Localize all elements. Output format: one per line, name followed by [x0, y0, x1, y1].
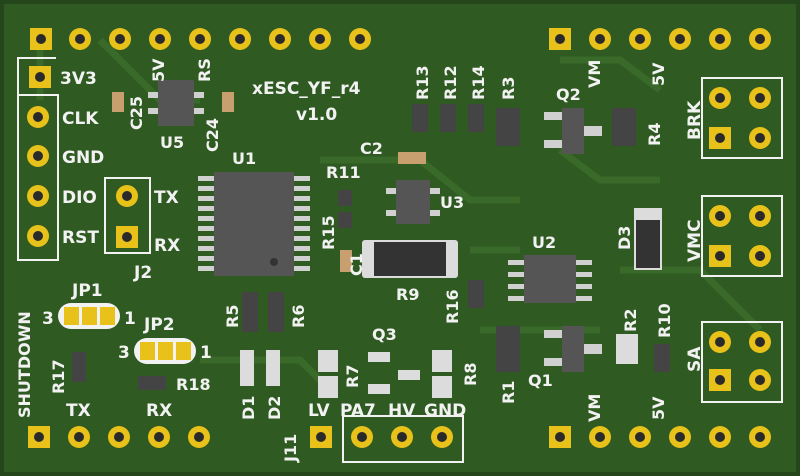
ref-r15: R15: [319, 215, 338, 250]
label-bottom-tx: TX: [66, 401, 91, 421]
ref-r10: R10: [655, 303, 674, 338]
ref-r9: R9: [396, 285, 419, 304]
ic-u3: [386, 180, 440, 224]
label-jp1-right: 1: [124, 309, 136, 329]
label-bottom-5v: 5V: [649, 396, 668, 420]
label-hv: HV: [388, 401, 416, 421]
ref-u3: U3: [440, 193, 464, 212]
ref-d3: D3: [615, 226, 634, 250]
ic-u2: [508, 255, 592, 303]
label-dio: DIO: [62, 188, 97, 208]
jumper-jp2: [134, 338, 196, 364]
label-pa7: PA7: [340, 401, 376, 421]
ref-r13: R13: [413, 65, 432, 100]
uart-connector-j2: [116, 185, 138, 248]
ref-r6: R6: [289, 305, 308, 328]
ref-u2: U2: [532, 233, 556, 252]
board-title: xESC_YF_r4: [252, 79, 361, 99]
label-jp2: JP2: [143, 315, 175, 335]
label-brk: BRK: [685, 100, 705, 140]
diode-d3: [634, 208, 662, 270]
ref-u1: U1: [232, 149, 256, 168]
label-uart-rx: RX: [154, 236, 180, 256]
header-bottom-right: [549, 426, 771, 448]
ref-r1: R1: [499, 381, 518, 404]
ref-q2: Q2: [556, 85, 581, 104]
ref-r8: R8: [461, 363, 480, 386]
header-top-right: [549, 28, 771, 50]
label-gnd: GND: [62, 148, 104, 168]
label-top-5v-right: 5V: [649, 62, 668, 86]
ic-u1: [198, 172, 310, 276]
ref-r16: R16: [443, 289, 462, 324]
label-lv: LV: [308, 401, 330, 421]
resistor-r9: [362, 240, 458, 278]
label-clk: CLK: [62, 109, 99, 129]
ref-c24: C24: [203, 118, 222, 152]
label-gnd-j11: GND: [424, 401, 466, 421]
ref-d1: D1: [239, 396, 258, 420]
ref-r7: R7: [343, 365, 362, 388]
ref-q3: Q3: [372, 325, 397, 344]
ref-d2: D2: [265, 396, 284, 420]
label-jp2-right: 1: [200, 343, 212, 363]
label-rst: RST: [62, 228, 99, 248]
ref-c1: C1: [347, 253, 366, 276]
ref-r18: R18: [176, 375, 211, 394]
label-jp2-left: 3: [118, 343, 130, 363]
label-bottom-rx: RX: [146, 401, 172, 421]
label-jp1-left: 3: [42, 309, 54, 329]
ref-r11: R11: [326, 163, 361, 182]
smd-components: [72, 92, 670, 398]
ref-r2: R2: [621, 309, 640, 332]
ref-u5: U5: [160, 133, 184, 152]
ref-r4: R4: [645, 123, 664, 146]
transistor-q1: [544, 326, 602, 372]
header-top-left: [30, 28, 371, 50]
ref-q1: Q1: [528, 371, 553, 390]
label-3v3: 3V3: [60, 69, 97, 89]
ic-u5: [148, 80, 204, 126]
header-left-vertical: [27, 66, 51, 247]
silkscreen-labels: xESC_YF_r4 v1.0 3V3 CLK GND DIO RST TX R…: [15, 58, 705, 463]
ref-r3: R3: [499, 77, 518, 100]
ref-r5: R5: [223, 305, 242, 328]
ref-c2: C2: [360, 139, 383, 158]
label-bottom-vm: VM: [585, 394, 604, 422]
jumper-jp1: [58, 303, 120, 329]
label-j11: J11: [281, 434, 300, 463]
ref-r17: R17: [49, 359, 68, 394]
label-top-5v: 5V: [149, 58, 168, 82]
label-shutdown: SHUTDOWN: [15, 311, 34, 418]
ref-r12: R12: [441, 65, 460, 100]
label-top-rs: RS: [195, 58, 214, 82]
ref-c25: C25: [127, 96, 146, 130]
board-version: v1.0: [296, 105, 337, 125]
header-bottom-left: [28, 426, 210, 448]
label-top-vm: VM: [585, 60, 604, 88]
transistor-q2: [544, 108, 602, 154]
header-j11: [310, 426, 453, 448]
label-uart-tx: TX: [154, 188, 179, 208]
label-jp1: JP1: [71, 281, 103, 301]
ref-r14: R14: [469, 65, 488, 100]
header-right: [709, 87, 771, 391]
label-j2: J2: [133, 263, 152, 283]
label-vmc: VMC: [685, 219, 705, 262]
label-sa: SA: [685, 346, 705, 372]
